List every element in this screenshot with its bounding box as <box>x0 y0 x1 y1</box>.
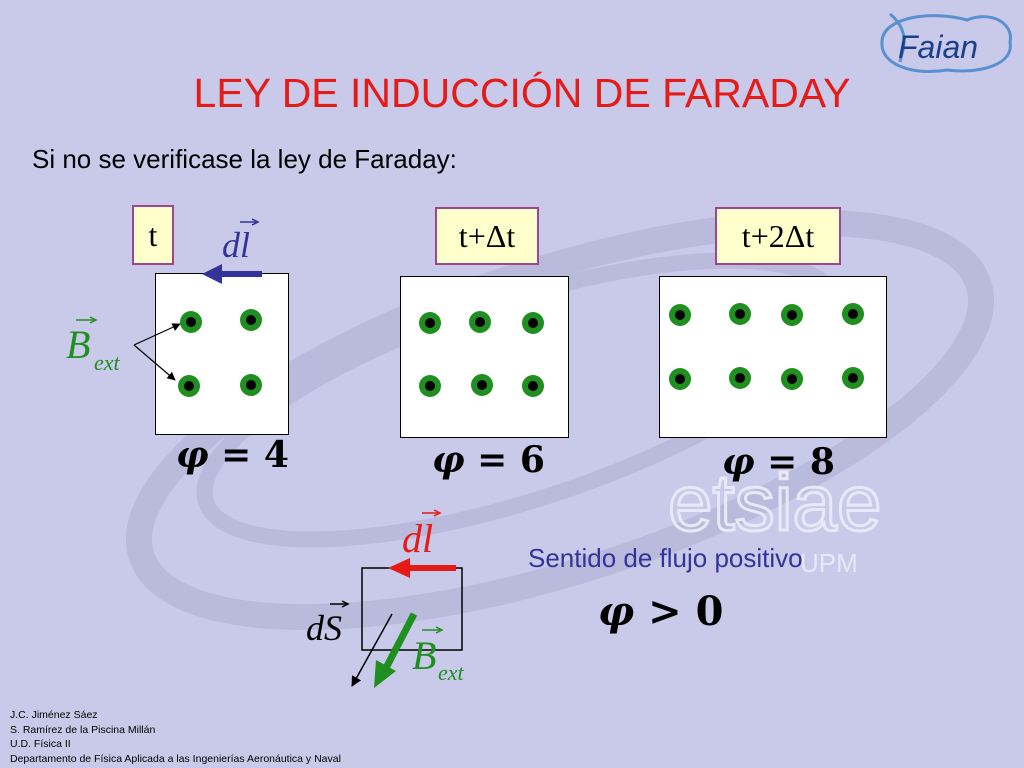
flux-equation-3: φ = 8 <box>722 441 835 483</box>
time-label-2: t+Δt <box>435 207 539 265</box>
faian-logo: Faian <box>880 12 1012 74</box>
field-dot <box>669 304 691 326</box>
logo-text: Faian <box>898 29 978 65</box>
equals-sign: = <box>477 439 508 481</box>
field-dot <box>240 309 262 331</box>
loop-frame-3 <box>659 276 887 438</box>
b-text: B <box>66 322 90 367</box>
zero-value: 0 <box>695 588 724 635</box>
credit-line: Departamento de Física Aplicada a las In… <box>10 752 341 765</box>
credit-line: U.D. Física II <box>10 738 71 750</box>
dl-arrow-red <box>388 558 456 578</box>
credit-line: S. Ramírez de la Piscina Millán <box>10 723 156 736</box>
slide-title: LEY DE INDUCCIÓN DE FARADAY <box>193 70 851 116</box>
dl-text: dl <box>402 516 433 561</box>
time-label-3: t+2Δt <box>715 207 841 265</box>
greater-sign: > <box>648 588 682 635</box>
flux-value: 8 <box>809 441 835 483</box>
b-ext-label: B ext <box>66 316 121 375</box>
field-dot <box>522 312 544 334</box>
ds-text: dS <box>306 608 342 648</box>
field-dot <box>419 375 441 397</box>
field-dot <box>471 374 493 396</box>
field-dot <box>469 311 491 333</box>
field-dot <box>419 312 441 334</box>
field-dot <box>180 311 202 333</box>
field-dot <box>781 368 803 390</box>
ext-subscript: ext <box>438 660 465 685</box>
loop-frame-2 <box>400 276 569 438</box>
b-ext-arrow-green <box>374 612 418 688</box>
pointer-arrow <box>133 344 176 381</box>
flux-symbol: φ <box>722 441 755 483</box>
watermark-text: etsiae <box>668 458 881 547</box>
b-ext-label-bottom: B ext <box>412 626 465 685</box>
equals-sign: = <box>767 441 798 483</box>
field-dot <box>842 367 864 389</box>
flux-symbol: φ <box>432 439 465 481</box>
dl-label-bottom: dl <box>402 509 442 561</box>
flux-equation-2: φ = 6 <box>432 439 545 481</box>
flux-symbol: φ <box>598 588 635 635</box>
flux-positive-inequality: φ > 0 <box>598 588 723 635</box>
field-dot <box>842 303 864 325</box>
credits: J.C. Jiménez Sáez S. Ramírez de la Pisci… <box>10 708 341 766</box>
field-dot <box>729 367 751 389</box>
flux-symbol: φ <box>176 434 209 476</box>
slide-subtitle: Si no se verificase la ley de Faraday: <box>32 144 457 174</box>
ds-label: dS <box>306 600 350 648</box>
dl-text: dl <box>222 225 250 265</box>
field-dot <box>729 303 751 325</box>
loop-frame-1 <box>155 273 289 435</box>
field-dot <box>522 375 544 397</box>
pointer-arrow <box>133 323 181 346</box>
time-label-1: t <box>132 205 174 265</box>
flux-value: 4 <box>263 434 289 476</box>
field-dot <box>781 304 803 326</box>
field-dot <box>669 368 691 390</box>
dl-arrow-blue <box>202 264 262 284</box>
equals-sign: = <box>221 434 252 476</box>
b-text: B <box>412 633 436 678</box>
field-dot <box>240 374 262 396</box>
flux-value: 6 <box>519 439 545 481</box>
credit-line: J.C. Jiménez Sáez <box>10 709 98 721</box>
flux-equation-1: φ = 4 <box>176 434 289 476</box>
ext-subscript: ext <box>94 350 121 375</box>
dl-label-top: dl <box>222 218 260 265</box>
ds-arrow <box>351 613 393 687</box>
field-dot <box>178 375 200 397</box>
positive-flux-sense-label: Sentido de flujo positivo <box>528 543 803 573</box>
watermark-subtext: UPM <box>800 548 858 578</box>
